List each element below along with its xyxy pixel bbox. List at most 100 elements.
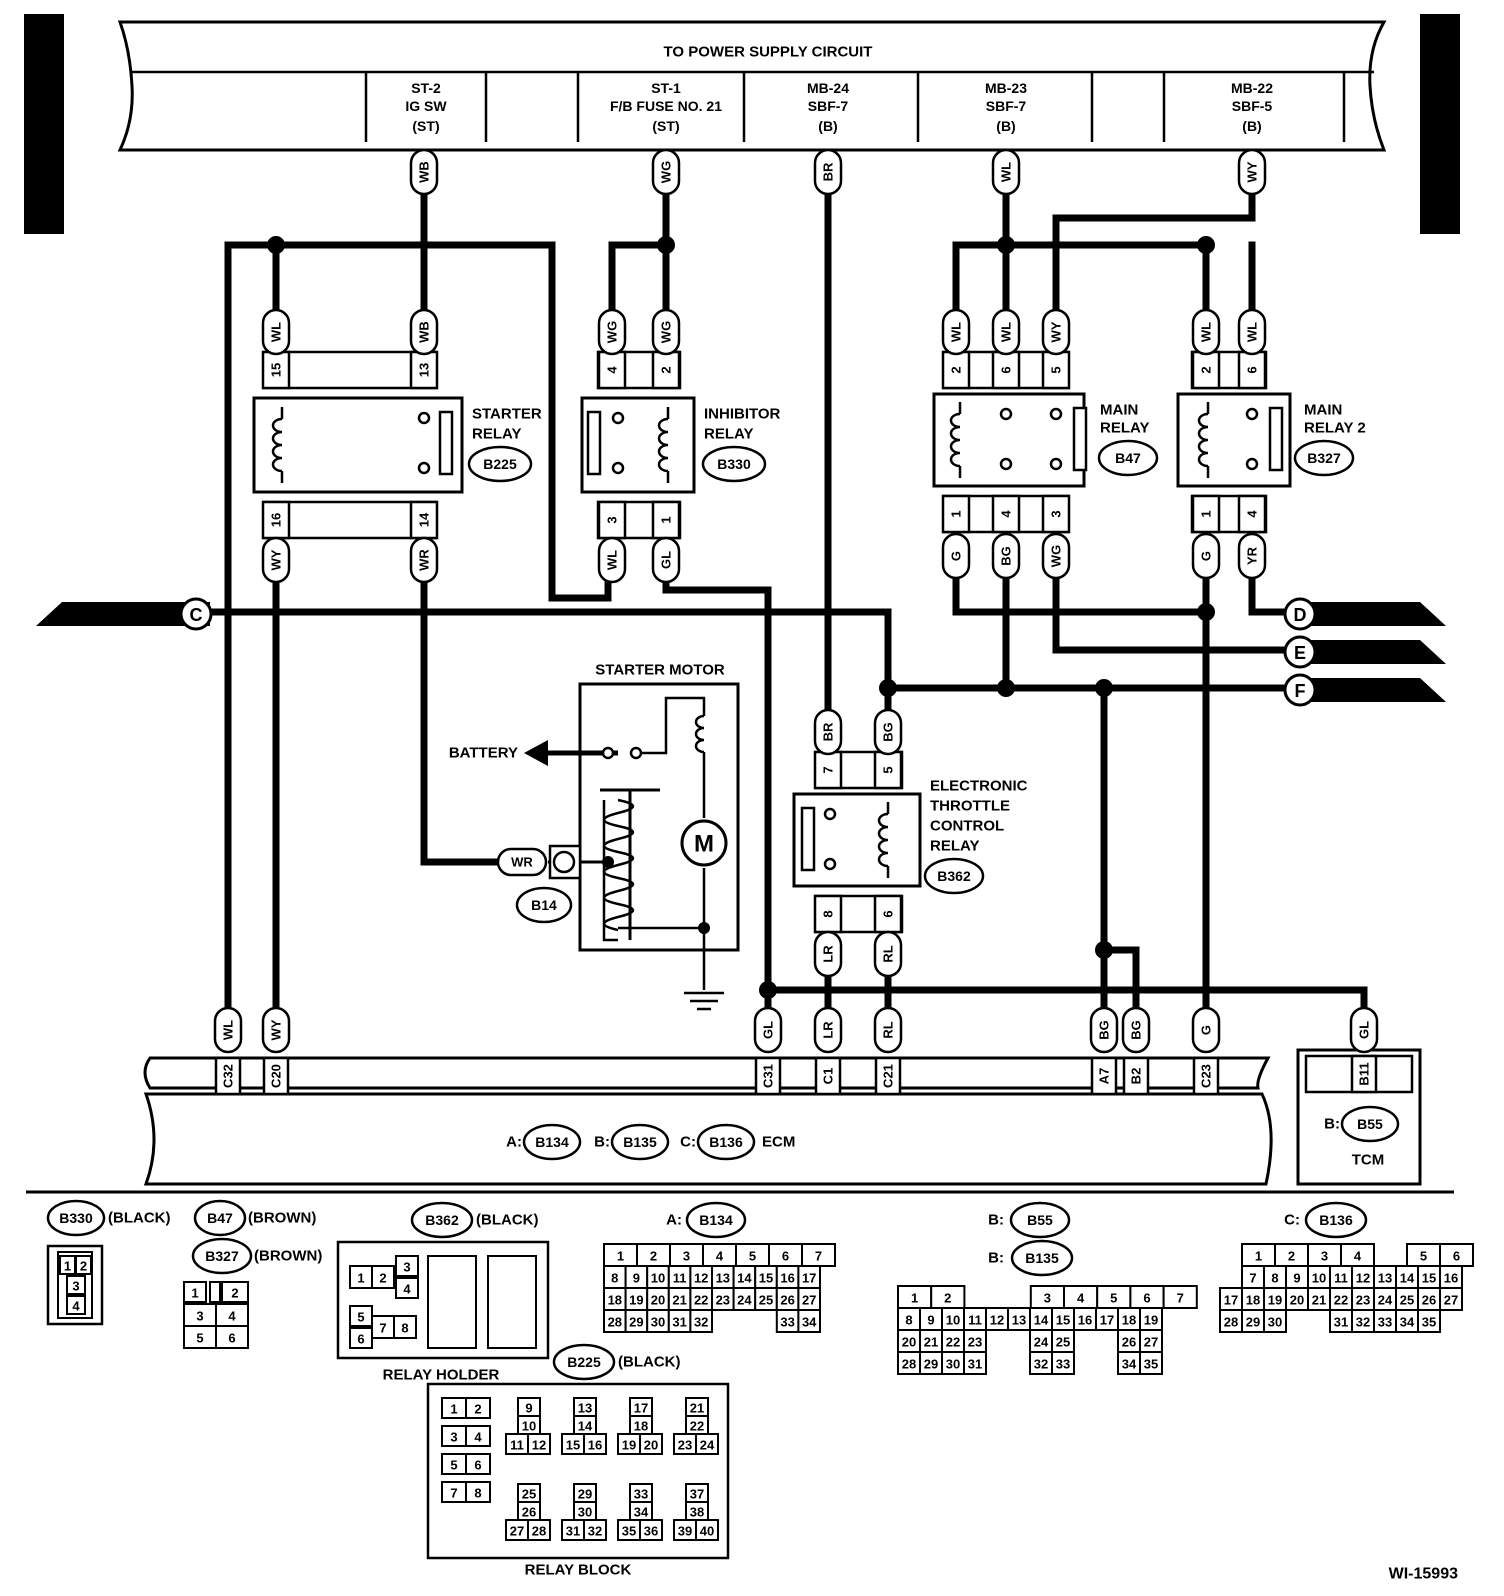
wire-color-label: G	[1199, 551, 1214, 561]
pin-label: 15	[1056, 1313, 1070, 1328]
wire-color-tag	[1041, 308, 1071, 356]
pin-cell	[1417, 1309, 1441, 1333]
junction-dot	[759, 981, 777, 999]
tcm-connector-text: B55	[1357, 1116, 1383, 1132]
pin-label: 8	[474, 1486, 481, 1501]
pin-label: 18	[1246, 1293, 1260, 1308]
wire-color-tag	[1237, 308, 1267, 356]
motor-symbol-label: M	[694, 831, 714, 858]
ecm-pin-cell	[262, 1056, 290, 1096]
pin-number: 1	[659, 516, 674, 523]
ecm-connector-b-text: B135	[623, 1134, 657, 1150]
pin-cell	[409, 350, 439, 390]
pin-cell	[1041, 494, 1071, 534]
wire	[764, 986, 1368, 1044]
pin-label: 3	[1044, 1291, 1051, 1306]
etc-relay-connector	[923, 857, 985, 895]
pin-label: 13	[1012, 1313, 1026, 1328]
solenoid-junction	[602, 856, 614, 868]
pin-cell	[371, 1265, 395, 1289]
tcm-pin-number: B11	[1357, 1062, 1372, 1085]
pin-label: 25	[1056, 1335, 1070, 1350]
pin-label: 16	[1078, 1313, 1092, 1328]
pin-number: 14	[417, 512, 432, 527]
pin-cell	[991, 494, 1021, 534]
pin-number: 7	[821, 766, 836, 773]
route-letter: F	[1295, 681, 1306, 701]
wire-color-tag	[941, 532, 971, 580]
pin-label: 9	[633, 1271, 640, 1286]
main-relay-2-name: RELAY 2	[1304, 420, 1366, 437]
pin-cell	[465, 1453, 491, 1475]
pin-label: 40	[700, 1524, 714, 1539]
pin-cell	[1162, 1285, 1198, 1309]
starter-relay-connector-text: B225	[483, 456, 517, 472]
pin-label: 6	[1143, 1291, 1150, 1306]
relay-contact	[417, 461, 431, 475]
pin-label: 22	[690, 1419, 704, 1434]
power-terminal-label: SBF-5	[1232, 98, 1273, 114]
pin-label: 10	[651, 1271, 665, 1286]
pin-number: 5	[1049, 366, 1064, 373]
pin-label: 33	[1378, 1315, 1392, 1330]
starter-relay-name: RELAY	[472, 426, 521, 443]
ecm-pin-cell	[874, 1056, 902, 1096]
power-terminal-label: IG SW	[405, 98, 447, 114]
route-c-label: E/G-01	[118, 606, 166, 623]
power-terminal-label: (B)	[996, 118, 1015, 134]
route-label: E/G-06	[1324, 644, 1372, 661]
pin-label: 5	[1110, 1291, 1117, 1306]
ecm-pin-cell	[1192, 1056, 1220, 1096]
relay-coil	[1197, 402, 1210, 478]
pin-label: 19	[629, 1293, 643, 1308]
main-relay-2-name: MAIN	[1304, 402, 1342, 419]
pin-number: 6	[1245, 366, 1260, 373]
ecm-pin-number: C31	[761, 1064, 776, 1088]
legend-b225-caption: RELAY BLOCK	[525, 1562, 632, 1579]
ecm-connector-c	[696, 1123, 756, 1161]
pin-label: 24	[1034, 1335, 1049, 1350]
power-terminal-label: MB-23	[985, 80, 1027, 96]
junction-dot	[1095, 941, 1113, 959]
pin-label: 15	[759, 1271, 773, 1286]
relay-bar	[586, 410, 602, 476]
pin-label: 32	[1356, 1315, 1370, 1330]
relay-bar	[1268, 406, 1284, 472]
ecm-connector-b	[610, 1123, 670, 1161]
ecm-pin-number: C1	[821, 1068, 836, 1085]
pin-label: 30	[946, 1357, 960, 1372]
pin-label: 33	[780, 1315, 794, 1330]
power-terminal-label: (ST)	[652, 118, 679, 134]
wire-color-label: WL	[949, 322, 964, 342]
wire	[206, 608, 892, 756]
pin-cell	[75, 1255, 92, 1275]
inhibitor-relay-connector	[701, 445, 767, 483]
legend-b362-color: (BLACK)	[476, 1212, 538, 1229]
legend-b330-color: (BLACK)	[108, 1210, 170, 1227]
pin-label: 2	[379, 1271, 386, 1286]
pin-label: 25	[522, 1487, 536, 1502]
wire-color-tag	[753, 1006, 783, 1054]
wire-color-tag	[409, 308, 439, 356]
legend-b47-color: (BROWN)	[248, 1210, 316, 1227]
b14-plug-pin	[552, 850, 576, 874]
junction-dot	[1197, 236, 1215, 254]
pin-label: 1	[617, 1249, 624, 1264]
wire-color-tag	[409, 536, 439, 584]
wire-color-tag	[873, 708, 903, 756]
wire-color-tag	[651, 536, 681, 584]
pin-cell	[597, 350, 627, 390]
pin-label: 15	[566, 1438, 580, 1453]
pin-label: 2	[231, 1286, 238, 1301]
wire-color-label: GL	[761, 1021, 776, 1039]
pin-label: 9	[1293, 1271, 1300, 1286]
legend-b327-key	[209, 1281, 221, 1303]
route-c-arrow	[36, 602, 210, 626]
pin-cell	[261, 500, 291, 540]
pin-label: 10	[946, 1313, 960, 1328]
pin-label: 23	[716, 1293, 730, 1308]
field-coil	[694, 714, 705, 754]
solenoid-wire	[602, 800, 618, 942]
pin-label: 27	[1144, 1335, 1158, 1350]
pin-number: 2	[1199, 366, 1214, 373]
